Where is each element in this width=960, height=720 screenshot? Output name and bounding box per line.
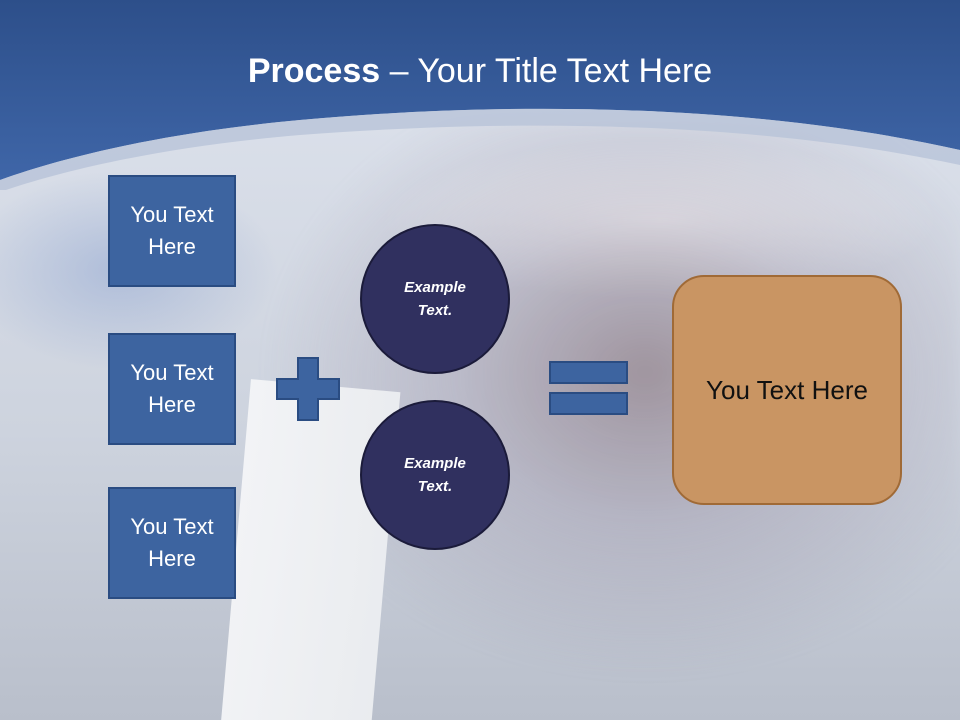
circle-label: Text. bbox=[417, 302, 453, 319]
slide-title: Process – Your Title Text Here bbox=[0, 52, 960, 91]
title-bold: Process bbox=[247, 52, 381, 90]
title-rest: – Your Title Text Here bbox=[380, 52, 713, 90]
input-box-label: You Text bbox=[130, 202, 214, 227]
circle-label: Example bbox=[404, 279, 466, 296]
result-label: You Text Here bbox=[706, 374, 868, 405]
circle-label: Example bbox=[404, 455, 466, 472]
input-box-label: Here bbox=[148, 392, 196, 417]
header-wave-shape bbox=[0, 0, 960, 190]
input-box-label: You Text bbox=[130, 360, 214, 385]
equals-icon bbox=[549, 361, 628, 415]
circle-label: Text. bbox=[417, 478, 453, 495]
input-box-label: Here bbox=[148, 546, 196, 571]
input-box-label: You Text bbox=[130, 514, 214, 539]
plus-icon bbox=[276, 357, 340, 421]
result-box: You Text Here bbox=[672, 275, 902, 505]
input-box-label: Here bbox=[148, 234, 196, 259]
header-banner: Process – Your Title Text Here bbox=[0, 0, 960, 190]
